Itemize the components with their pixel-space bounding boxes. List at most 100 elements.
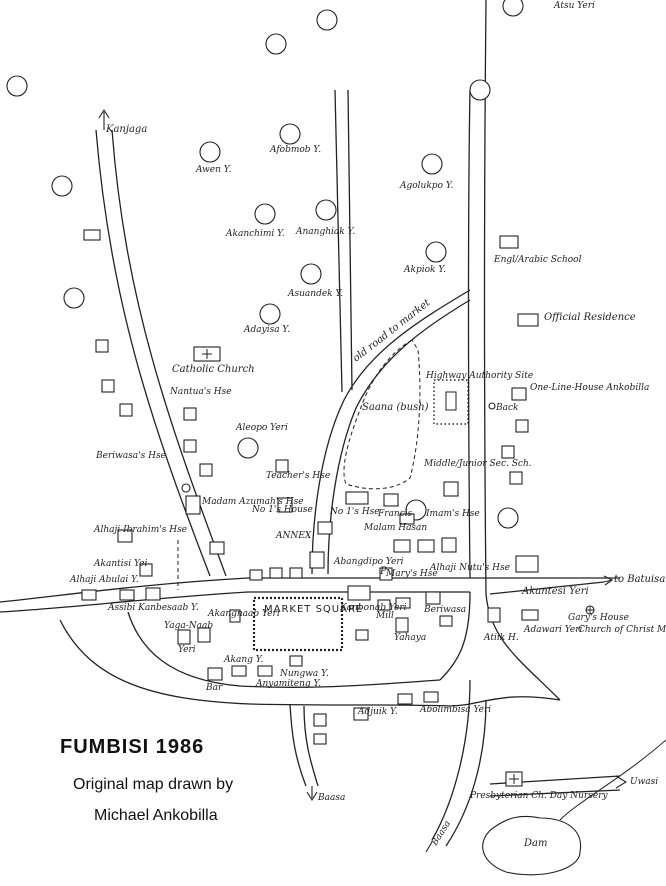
main-road-north (0, 577, 620, 603)
adjuik-label: Adjuik Y. (357, 707, 398, 717)
building-icon (199, 463, 213, 477)
building-icon (509, 471, 523, 485)
tree-icon (425, 241, 447, 263)
north-track (334, 89, 343, 393)
ring-road-outer (59, 619, 561, 707)
north-track-edge (347, 89, 353, 391)
awen-label: Awen Y. (195, 165, 232, 175)
building-icon (439, 615, 453, 627)
east-road-south (439, 591, 471, 681)
building-icon (197, 627, 211, 643)
building-icon (443, 481, 459, 497)
tree-icon (237, 437, 259, 459)
atsu-yeri-label: Atsu Yeri (553, 1, 595, 11)
building-icon (101, 379, 115, 393)
akang-label: Akang Y. (223, 655, 264, 665)
market-label: MARKET SQUARE (264, 604, 363, 615)
tree-icon (279, 123, 301, 145)
building-icon (395, 597, 411, 609)
middle-school-label: Middle/Junior Sec. Sch. (423, 459, 532, 469)
building-icon (249, 569, 263, 581)
bar-label: Bar (205, 683, 223, 693)
kanjaga-label: Kanjaga (105, 124, 147, 135)
catholic-church-label: Catholic Church (172, 364, 255, 375)
building-icon (499, 235, 519, 249)
nantuas-label: Nantua's Hse (169, 387, 232, 397)
kanjaga-road-edge (111, 129, 227, 577)
tree-icon (315, 199, 337, 221)
tree-icon (497, 507, 519, 529)
hut-icon (488, 402, 496, 410)
atiik-label: Atiik H. (483, 633, 519, 643)
dam-outline (482, 815, 582, 876)
tree-icon (254, 203, 276, 225)
tree-icon (421, 153, 443, 175)
hut-icon (181, 483, 191, 493)
baasa-south-label: Baasa (317, 793, 345, 803)
presbyterian-label: Presbyterian Ch. Day Nursery (469, 791, 608, 801)
map-credit-line-1: Original map drawn by (73, 776, 234, 793)
market-square (252, 596, 344, 652)
beriwasa-label: Beriwasa (423, 605, 466, 615)
building-icon (515, 419, 529, 433)
roads (0, 0, 628, 853)
no1-hse-label: No 1's Hse (329, 507, 380, 517)
adawari-label: Adawari Yeri (523, 625, 583, 635)
building-icon (353, 707, 369, 721)
building-icon (95, 339, 109, 353)
building-icon (347, 585, 371, 601)
yeri-small-label: Yeri (178, 645, 196, 655)
building-icon (277, 497, 293, 513)
alhaji-nutus-label: Alhaji Nutu's Hse (429, 563, 510, 573)
building-icon (139, 563, 153, 577)
baasa-road-east (303, 705, 319, 787)
akangnaab-label: Akangnaab Yeri (207, 609, 280, 619)
back-label: Back (495, 403, 518, 413)
akanchimi-label: Akanchimi Y. (225, 229, 285, 239)
one-line-house-label: One-Line-House Ankobilla (530, 383, 649, 393)
francis-label: Francis (377, 509, 413, 519)
buildings (81, 229, 595, 787)
old-road-label: old road to market (351, 297, 433, 365)
beriwasa-hse-label: Beriwasa's Hse (95, 451, 166, 461)
imams-label: Imam's Hse (425, 509, 480, 519)
dam-label: Dam (523, 838, 547, 849)
mill-label: Mill (375, 611, 394, 621)
building-icon (229, 609, 241, 623)
building-icon (119, 589, 135, 601)
building-icon (317, 521, 333, 535)
abolimbisa-label: Abolimbisa Yeri (419, 705, 491, 715)
tree-icon (502, 0, 524, 17)
kanbonab-label: Kanbonab Yeri (339, 603, 407, 613)
annex-label: ANNEX (275, 531, 312, 541)
abangdipo-label: Abangdipo Yeri (333, 557, 404, 567)
building-icon (83, 229, 101, 241)
marys-label: Mary's Hse (385, 569, 438, 579)
building-icon (425, 591, 441, 605)
alhaji-ibrahim-label: Alhaji Ibrahim's Hse (93, 525, 187, 535)
afobmob-label: Afobmob Y. (269, 145, 321, 155)
assibi-label: Assibi Kanbesaab Y. (107, 603, 199, 613)
baasa-sw-road-edge (445, 699, 487, 847)
map-credit-line-2: Michael Ankobilla (94, 807, 218, 824)
nungwa-label: Nungwa Y. (279, 669, 329, 679)
building-icon (423, 691, 439, 703)
building-icon (521, 609, 539, 621)
building-icon (501, 445, 515, 459)
tree-icon (265, 33, 287, 55)
malam-label: Malam Hasan (363, 523, 427, 533)
building-icon (207, 667, 223, 681)
adayisa-label: Adayisa Y. (243, 325, 290, 335)
main-road-south (0, 591, 470, 613)
akantesi-label: Akantesi Yeri (521, 586, 589, 597)
building-icon (517, 313, 539, 327)
map-title: FUMBISI 1986 (60, 736, 205, 758)
building-icon (379, 567, 393, 581)
building-icon (117, 529, 133, 543)
building-icon (81, 589, 97, 601)
building-icon (309, 551, 325, 569)
tree-icon (63, 287, 85, 309)
tree-icon (199, 141, 221, 163)
building-icon (515, 555, 539, 573)
